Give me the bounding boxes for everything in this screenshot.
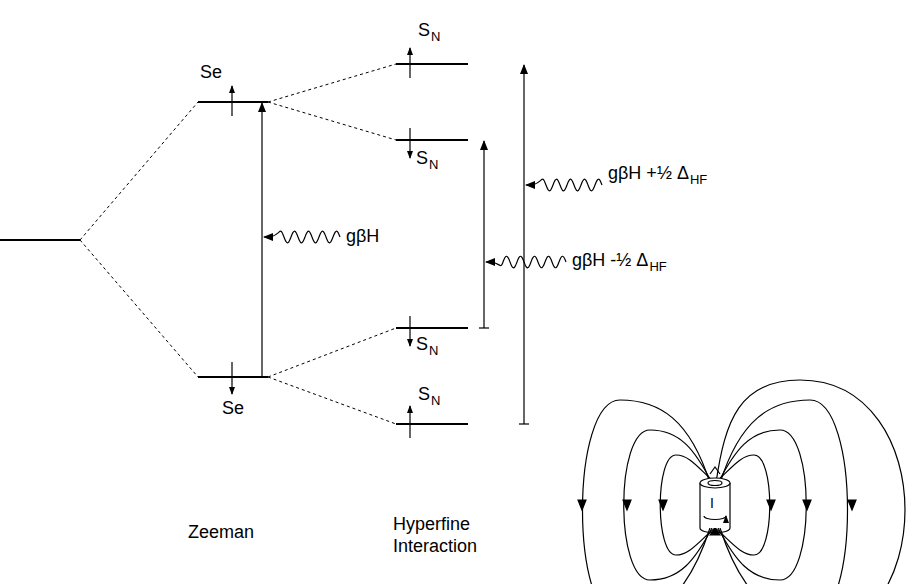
transition-arrow [261, 103, 262, 377]
coil-side [699, 483, 700, 528]
field-arrowhead [767, 500, 775, 510]
subscript: N [429, 157, 438, 173]
field-arrowhead [710, 467, 720, 474]
field-line [716, 380, 905, 584]
field-line [583, 400, 711, 584]
spin-arrow [231, 86, 232, 116]
subscript: N [431, 29, 440, 45]
coil-bottom [700, 528, 730, 533]
energy-level [198, 376, 268, 378]
transition-arrow [523, 65, 524, 424]
coil-side [729, 483, 730, 528]
spin-label: S [418, 20, 430, 42]
field-arrowhead [848, 500, 856, 510]
current-label: I [710, 495, 714, 512]
dashed-correlation [268, 328, 396, 377]
energy-label: gβH [346, 226, 379, 248]
field-arrowhead [659, 500, 667, 510]
magnetic-dipole-illustration [578, 380, 905, 584]
spin-label: S [416, 148, 428, 170]
spin-arrow [231, 362, 232, 394]
dashed-correlation [80, 240, 198, 377]
energy-level [198, 101, 268, 103]
coil-bore [708, 481, 722, 486]
dashed-correlation [268, 64, 396, 102]
spin-label: S [418, 384, 430, 406]
dashed-correlation [268, 102, 396, 140]
subscript: HF [690, 172, 707, 188]
energy-level [0, 239, 80, 241]
energy-level [396, 327, 468, 329]
transition-tick [519, 423, 529, 424]
spin-label: Se [200, 62, 222, 84]
dashed-correlation [80, 102, 198, 240]
coil-body [700, 483, 730, 528]
spin-arrow [409, 128, 410, 158]
photon-wave [486, 256, 566, 268]
energy-level [396, 139, 468, 141]
current-arrow [704, 516, 726, 520]
coil-top [700, 478, 730, 488]
column-title: Hyperfine Interaction [393, 514, 493, 557]
energy-label: gβH +½ Δ [608, 163, 689, 185]
subscript: N [431, 393, 440, 409]
dashed-correlation [268, 377, 396, 424]
spin-arrow [409, 406, 410, 438]
field-arrowhead [710, 528, 720, 535]
field-arrowhead [803, 500, 811, 510]
subscript: HF [649, 259, 666, 275]
spin-arrow [409, 316, 410, 346]
column-title: Zeeman [188, 522, 254, 544]
field-arrowhead [578, 500, 586, 510]
transition-tick [479, 327, 489, 328]
transition-arrow [483, 141, 484, 328]
photon-wave [264, 231, 340, 243]
spin-arrow [409, 48, 410, 78]
energy-level [396, 63, 468, 65]
spin-label: S [416, 334, 428, 356]
energy-label: gβH -½ Δ [572, 250, 648, 272]
field-line [720, 400, 848, 584]
energy-level [396, 423, 468, 425]
spin-label: Se [222, 398, 244, 420]
photon-wave [526, 179, 602, 191]
subscript: N [429, 343, 438, 359]
field-arrowhead [623, 500, 631, 510]
